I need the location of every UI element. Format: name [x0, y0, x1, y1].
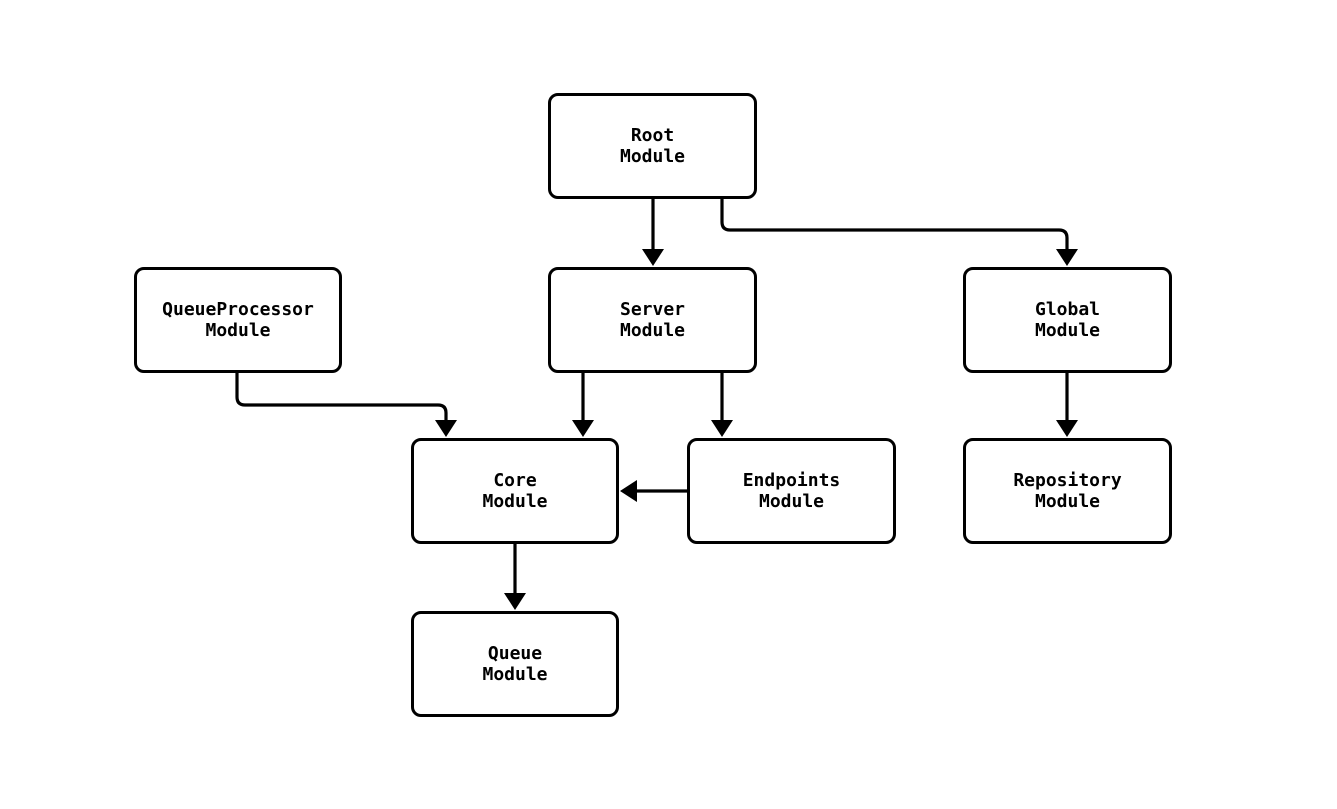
arrowhead-core-module-to-queue-module — [504, 593, 526, 610]
node-label-line2: Module — [482, 664, 548, 685]
arrowhead-endpoints-module-to-core-module — [620, 480, 637, 502]
arrowhead-server-module-to-core-module — [572, 420, 594, 437]
node-label-line1: Server — [619, 299, 686, 320]
node-label-line1: Root — [630, 125, 675, 146]
node-label-line1: Endpoints — [742, 470, 841, 491]
node-label-line2: Module — [1034, 320, 1101, 341]
node-label-line1: Core — [493, 470, 537, 491]
edge-root-module-to-global-module — [720, 197, 1069, 251]
node-label-line2: Module — [1034, 491, 1101, 512]
node-label-line2: Module — [619, 146, 686, 167]
arrowhead-global-module-to-repository-module — [1056, 420, 1078, 437]
arrowhead-root-module-to-global-module — [1056, 249, 1078, 266]
node-label-line1: QueueProcessor — [162, 299, 314, 320]
node-label-line2: Module — [482, 491, 548, 512]
node-label-line2: Module — [758, 491, 825, 512]
arrowhead-root-module-to-server-module — [642, 249, 664, 266]
node-label-line1: Queue — [487, 643, 543, 664]
node-label-line2: Module — [619, 320, 686, 341]
arrowhead-queueprocessor-module-to-core-module — [435, 420, 457, 437]
node-label-line2: Module — [205, 320, 271, 341]
edge-queueprocessor-module-to-core-module — [235, 372, 448, 422]
node-label-line1: Global — [1034, 299, 1101, 320]
node-label-line1: Repository — [1013, 470, 1122, 491]
arrowhead-server-module-to-endpoints-module — [711, 420, 733, 437]
